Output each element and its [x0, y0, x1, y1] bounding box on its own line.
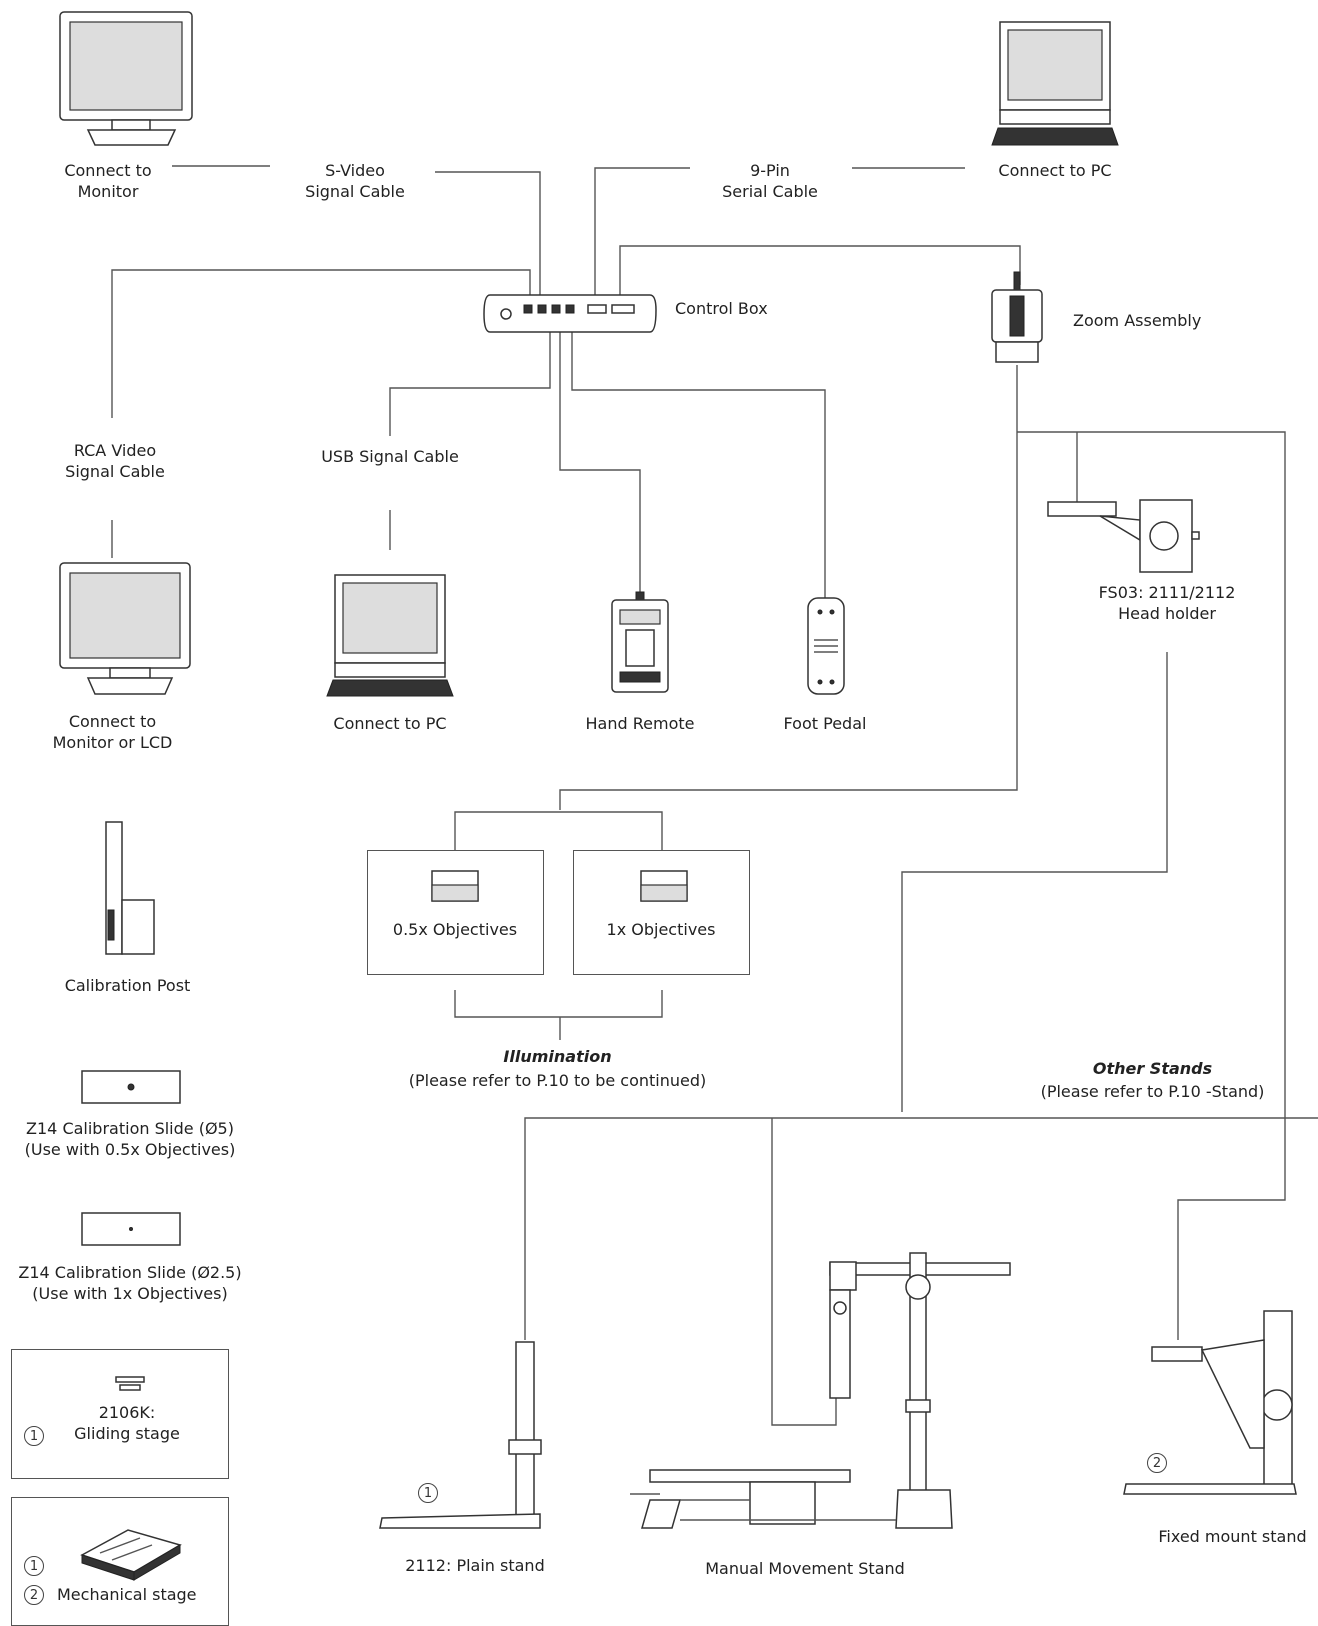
- label-illumination: Illumination: [503, 1047, 612, 1066]
- hand-remote-icon: [611, 591, 669, 693]
- computer-icon: [991, 21, 1119, 146]
- objective-icon: [640, 870, 688, 902]
- monitor-icon: [59, 562, 191, 695]
- objective-1-box: 1x Objectives: [573, 850, 750, 975]
- label-calibration-post: Calibration Post: [64, 976, 191, 995]
- connector-lines: [111, 165, 1318, 1426]
- marker-1: 1: [24, 1426, 44, 1446]
- label-obj-05: 0.5x Objectives: [392, 920, 518, 939]
- label-control-box: Control Box: [675, 299, 768, 318]
- gliding-stage-icon: [115, 1376, 145, 1391]
- label-manual-stand: Manual Movement Stand: [705, 1559, 905, 1578]
- label-mechanical-stage: Mechanical stage: [57, 1585, 197, 1604]
- label-slide-25: Z14 Calibration Slide (Ø2.5)(Use with 1x…: [18, 1263, 242, 1303]
- foot-pedal-icon: [807, 597, 845, 695]
- objective-icon: [431, 870, 479, 902]
- calibration-post-icon: [105, 821, 155, 955]
- control-box-icon: [483, 294, 657, 333]
- marker-2: 2: [24, 1585, 44, 1605]
- label-obj-1: 1x Objectives: [606, 920, 716, 939]
- zoom-assembly-icon: [991, 271, 1043, 363]
- label-connect-pc-bottom: Connect to PC: [333, 714, 447, 733]
- gliding-stage-box: 2106K:Gliding stage 1: [11, 1349, 229, 1479]
- marker-2: 2: [1147, 1453, 1167, 1473]
- mechanical-stage-box: 1 2 Mechanical stage: [11, 1497, 229, 1626]
- label-zoom-assembly: Zoom Assembly: [1073, 311, 1202, 330]
- manual-movement-stand-icon: [630, 1252, 1011, 1529]
- label-other-stands: Other Stands: [1092, 1059, 1213, 1078]
- label-slide-5: Z14 Calibration Slide (Ø5)(Use with 0.5x…: [24, 1119, 236, 1159]
- mechanical-stage-icon: [80, 1529, 182, 1581]
- plain-stand-icon: [379, 1341, 542, 1529]
- label-usb-cable: USB Signal Cable: [321, 447, 459, 466]
- calibration-slide-icon: [81, 1212, 181, 1246]
- label-foot-pedal: Foot Pedal: [783, 714, 867, 733]
- label-hand-remote: Hand Remote: [585, 714, 695, 733]
- marker-1: 1: [24, 1556, 44, 1576]
- label-connect-pc-top: Connect to PC: [998, 161, 1112, 180]
- label-illumination-note: (Please refer to P.10 to be continued): [408, 1071, 707, 1090]
- objective-05-box: 0.5x Objectives: [367, 850, 544, 975]
- fixed-mount-stand-icon: [1123, 1310, 1297, 1495]
- monitor-icon: [59, 11, 193, 146]
- label-gliding-stage: 2106K:Gliding stage: [74, 1403, 180, 1443]
- head-holder-icon: [1047, 499, 1200, 573]
- label-fixed-stand: Fixed mount stand: [1158, 1527, 1307, 1546]
- calibration-slide-icon: [81, 1070, 181, 1104]
- label-plain-stand: 2112: Plain stand: [405, 1556, 545, 1575]
- label-other-stands-note: (Please refer to P.10 -Stand): [1040, 1082, 1265, 1101]
- marker-1: 1: [418, 1483, 438, 1503]
- computer-icon: [326, 574, 454, 697]
